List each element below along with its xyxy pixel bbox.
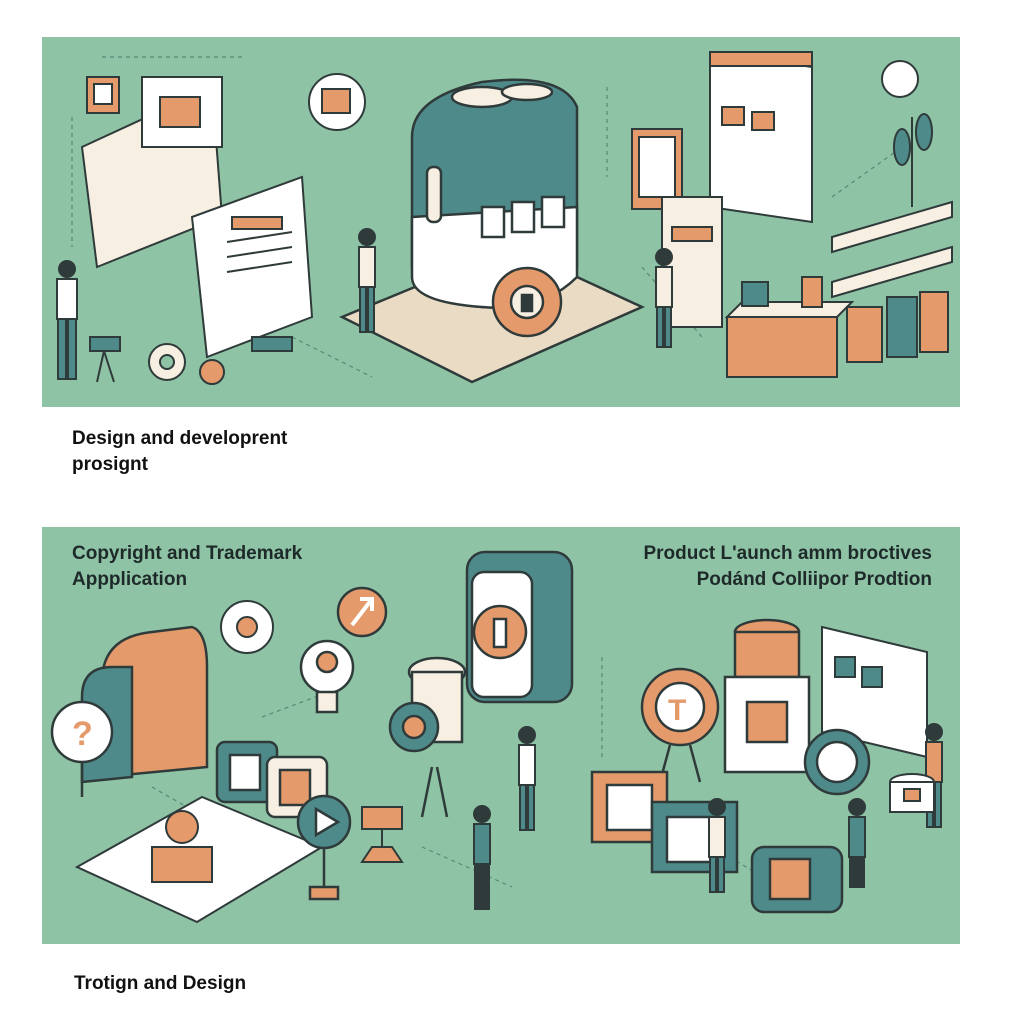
people-center [473, 726, 536, 910]
drum [889, 773, 935, 813]
center-stand [388, 550, 574, 818]
speech-bubble [308, 73, 366, 131]
sign-t: T [640, 667, 720, 783]
svg-text:T: T [668, 694, 686, 727]
gear-icon [148, 343, 225, 385]
copyright-title: Copyright and Trademark Appplication [72, 541, 302, 593]
mailbox [80, 625, 209, 784]
lightbulb-icon [299, 639, 355, 714]
center-machine [338, 78, 646, 384]
bottom-caption: Trotign and Design [74, 973, 247, 994]
arrow-icon [336, 586, 388, 638]
top-caption-line2: prosignt [72, 454, 148, 475]
lock-icon [491, 266, 563, 338]
shelf [831, 200, 953, 363]
drafting-board [80, 76, 314, 359]
illustration-top [42, 37, 960, 407]
illustration-bottom: ? [42, 527, 960, 944]
product-launch-title-line1: Product L'aunch amm broctives [643, 543, 932, 564]
product-launch-title-line2: Podánd Colliipor Prodtion [696, 569, 932, 590]
tower [723, 618, 811, 774]
monitor-icon [631, 50, 813, 224]
copyright-title-line1: Copyright and Trademark [72, 543, 303, 564]
person-right [655, 248, 673, 348]
people-right [708, 723, 943, 893]
svg-text:?: ? [72, 715, 93, 753]
question-icon: ? [50, 700, 114, 797]
document-icon [86, 76, 120, 114]
top-caption-line1: Design and developrent [72, 428, 288, 449]
lamp [360, 806, 404, 863]
plant [881, 60, 933, 207]
boxes-right [590, 770, 844, 914]
paper-board [74, 795, 325, 924]
illustration-bottom-art: ? [50, 550, 943, 924]
illustration-top-art [56, 50, 953, 385]
ring-icon [803, 728, 871, 796]
play-icon [296, 794, 352, 901]
top-caption: Design and developrent prosignt [72, 426, 287, 478]
person-left [56, 260, 121, 383]
product-launch-title: Product L'aunch amm broctives Podánd Co… [643, 541, 932, 593]
gear-icon [220, 600, 274, 654]
shop-counter [661, 196, 855, 378]
person-center [358, 228, 376, 333]
copyright-title-line2: Appplication [72, 569, 188, 590]
